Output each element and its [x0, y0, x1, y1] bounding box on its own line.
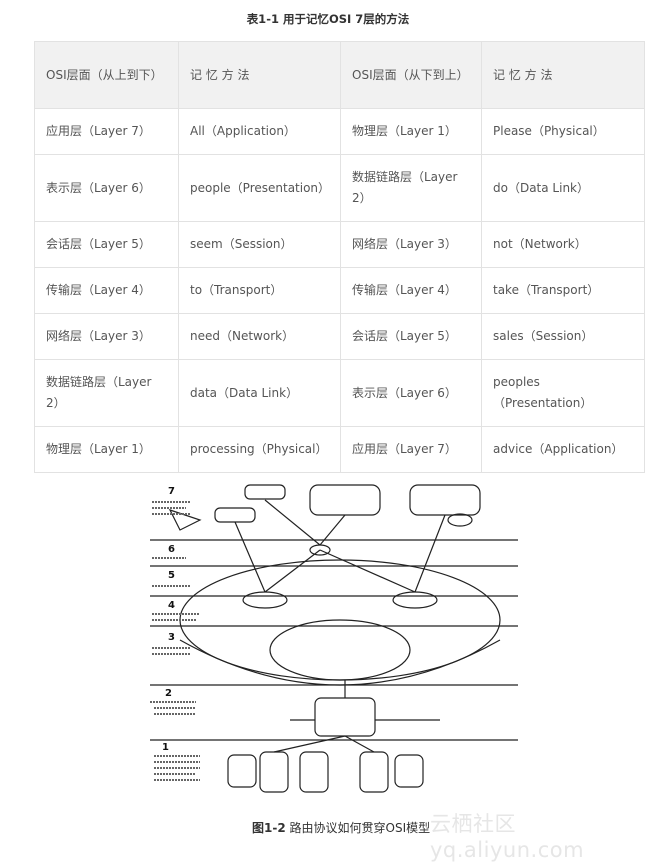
- osi-mnemonic-table: OSI层面（从上到下） 记 忆 方 法 OSI层面（从下到上） 记 忆 方 法 …: [34, 41, 645, 473]
- cell: advice（Application）: [481, 426, 645, 473]
- cell: 网络层（Layer 3）: [34, 313, 179, 360]
- cell: 表示层（Layer 6）: [340, 359, 482, 427]
- cell: 数据链路层（Layer 2）: [34, 359, 179, 427]
- layer-number: 7: [168, 486, 175, 497]
- layer-number: 3: [168, 632, 175, 643]
- table-row: 物理层（Layer 1）processing（Physical）应用层（Laye…: [34, 426, 645, 473]
- cell: 传输层（Layer 4）: [34, 267, 179, 314]
- caption-text: 路由协议如何贯穿OSI模型: [289, 821, 431, 835]
- cell: 网络层（Layer 3）: [340, 221, 482, 268]
- cell: 应用层（Layer 7）: [34, 108, 179, 155]
- cell: not（Network）: [481, 221, 645, 268]
- layer-number: 1: [162, 742, 169, 753]
- cell: 会话层（Layer 5）: [340, 313, 482, 360]
- cell: All（Application）: [178, 108, 341, 155]
- cell: do（Data Link）: [481, 154, 645, 222]
- cell: processing（Physical）: [178, 426, 341, 473]
- header-cell: OSI层面（从下到上）: [340, 41, 482, 109]
- table-row: 数据链路层（Layer 2）data（Data Link）表示层（Layer 6…: [34, 359, 645, 427]
- cell: seem（Session）: [178, 221, 341, 268]
- cell: 物理层（Layer 1）: [340, 108, 482, 155]
- header-cell: 记 忆 方 法: [178, 41, 341, 109]
- cell: people（Presentation）: [178, 154, 341, 222]
- layer-number: 2: [165, 688, 172, 699]
- layer-number: 5: [168, 570, 175, 581]
- table-row: 应用层（Layer 7）All（Application）物理层（Layer 1）…: [34, 108, 645, 155]
- cell: 传输层（Layer 4）: [340, 267, 482, 314]
- layer-number: 6: [168, 544, 175, 555]
- table-header-row: OSI层面（从上到下） 记 忆 方 法 OSI层面（从下到上） 记 忆 方 法: [34, 41, 645, 109]
- watermark: 云栖社区 yq.aliyun.com: [430, 812, 585, 862]
- figure-caption: 图1-2 路由协议如何贯穿OSI模型: [252, 819, 430, 836]
- layer-number: 4: [168, 600, 175, 611]
- cell: 表示层（Layer 6）: [34, 154, 179, 222]
- table-title: 表1-1 用于记忆OSI 7层的方法: [246, 12, 410, 26]
- cell: peoples（Presentation）: [481, 359, 645, 427]
- table-row: 会话层（Layer 5）seem（Session）网络层（Layer 3）not…: [34, 221, 645, 268]
- header-cell: OSI层面（从上到下）: [34, 41, 179, 109]
- caption-label: 图1-2: [252, 821, 286, 835]
- cell: data（Data Link）: [178, 359, 341, 427]
- cell: to（Transport）: [178, 267, 341, 314]
- table-row: 传输层（Layer 4）to（Transport）传输层（Layer 4）tak…: [34, 267, 645, 314]
- table-row: 表示层（Layer 6）people（Presentation）数据链路层（La…: [34, 154, 645, 222]
- cell: 数据链路层（Layer 2）: [340, 154, 482, 222]
- cell: need（Network）: [178, 313, 341, 360]
- cell: take（Transport）: [481, 267, 645, 314]
- osi-routing-diagram: 7 6 5 4 3 2 1: [150, 484, 518, 793]
- header-cell: 记 忆 方 法: [481, 41, 645, 109]
- cell: 应用层（Layer 7）: [340, 426, 482, 473]
- cell: 物理层（Layer 1）: [34, 426, 179, 473]
- table-row: 网络层（Layer 3）need（Network）会话层（Layer 5）sal…: [34, 313, 645, 360]
- cell: sales（Session）: [481, 313, 645, 360]
- cell: Please（Physical）: [481, 108, 645, 155]
- cell: 会话层（Layer 5）: [34, 221, 179, 268]
